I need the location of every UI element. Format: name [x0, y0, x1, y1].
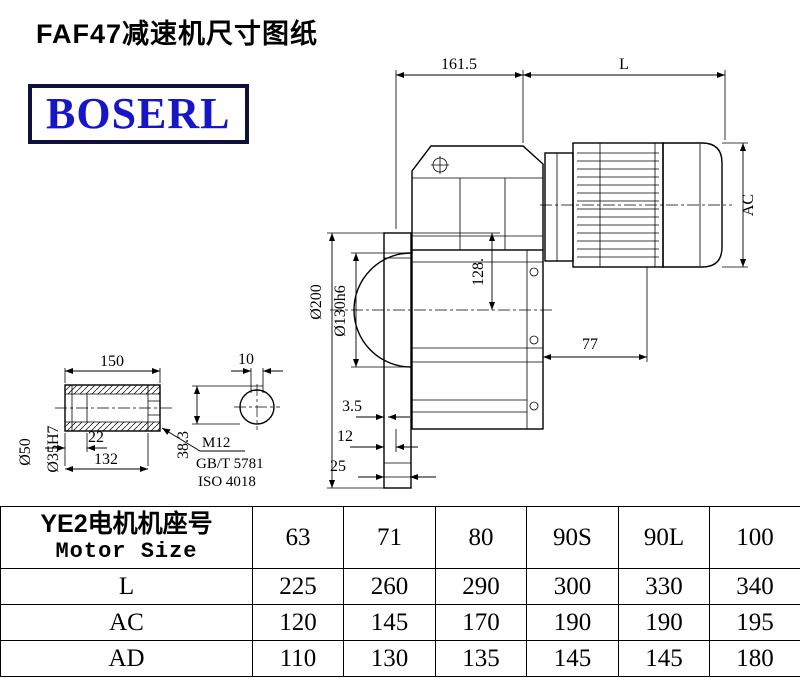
dim-132-label: 132	[94, 451, 118, 468]
dim-L-label: L	[619, 56, 629, 73]
cell-AD-71: 130	[343, 640, 436, 677]
motor-fins	[577, 152, 659, 258]
cell-AD-100: 180	[709, 640, 800, 677]
cell-AC-100: 195	[709, 604, 800, 641]
gearbox-outline	[64, 142, 723, 489]
row-label-AC: AC	[0, 604, 253, 641]
dim-150-label: 150	[100, 353, 124, 370]
thread-callout-label: M12	[202, 435, 230, 451]
cell-L-90S: 300	[526, 568, 619, 605]
table-row-AC: AC 120 145 170 190 190 195	[0, 604, 800, 641]
motor-size-header-en: Motor Size	[55, 539, 198, 565]
motor-size-header-cn: YE2电机机座号	[40, 510, 213, 539]
dim-161-5-label: 161.5	[441, 56, 477, 73]
technical-drawing: 161.5 L AC Ø200 Ø130h6 128. 77 3.5 12 25…	[17, 56, 757, 490]
cell-L-71: 260	[343, 568, 436, 605]
shaft-hatch-top	[65, 385, 160, 394]
dim-dia35-label: Ø35H7	[45, 425, 62, 472]
cell-L-100: 340	[709, 568, 800, 605]
dim-3-5-label: 3.5	[342, 398, 362, 415]
standard-gbt-label: GB/T 5781	[196, 456, 264, 472]
page-title: FAF47减速机尺寸图纸	[36, 19, 319, 49]
extension-lines	[64, 70, 748, 489]
standard-iso-label: ISO 4018	[198, 474, 256, 490]
dim-AC-label: AC	[740, 194, 757, 216]
dim-38-3-label: 38.3	[175, 431, 192, 459]
row-label-AD: AD	[0, 640, 253, 677]
cell-AC-71: 145	[343, 604, 436, 641]
boserl-logo: BOSERL	[28, 84, 249, 144]
dim-77-label: 77	[582, 336, 598, 353]
motor-size-63: 63	[252, 506, 344, 569]
cell-L-63: 225	[252, 568, 344, 605]
motor-size-90L: 90L	[618, 506, 710, 569]
motor-dimension-table: YE2电机机座号 Motor Size 63 71 80 90S 90L 100…	[0, 506, 800, 677]
dimension-lines	[45, 71, 747, 488]
centerlines	[55, 204, 732, 430]
dim-10-label: 10	[238, 351, 254, 368]
motor-size-100: 100	[709, 506, 800, 569]
cell-AC-90L: 190	[618, 604, 710, 641]
cell-AC-90S: 190	[526, 604, 619, 641]
motor-fan-cover	[662, 142, 723, 268]
table-row-L: L 225 260 290 300 330 340	[0, 568, 800, 605]
row-label-L: L	[0, 568, 253, 605]
cell-L-80: 290	[435, 568, 527, 605]
cell-AD-80: 135	[435, 640, 527, 677]
dim-128-label: 128.	[470, 258, 487, 286]
motor-size-header-cell: YE2电机机座号 Motor Size	[0, 506, 253, 569]
cell-AD-63: 110	[252, 640, 344, 677]
dim-dia130-label: Ø130h6	[332, 285, 349, 337]
cell-AC-80: 170	[435, 604, 527, 641]
shaft-hatch-bottom	[65, 422, 160, 431]
cell-AD-90S: 145	[526, 640, 619, 677]
dim-12-label: 12	[337, 428, 353, 445]
cell-L-90L: 330	[618, 568, 710, 605]
motor-size-71: 71	[343, 506, 436, 569]
table-header-row: YE2电机机座号 Motor Size 63 71 80 90S 90L 100	[0, 506, 800, 569]
table-row-AD: AD 110 130 135 145 145 180	[0, 640, 800, 677]
motor-size-80: 80	[435, 506, 527, 569]
motor-size-90S: 90S	[526, 506, 619, 569]
dim-25-label: 25	[330, 458, 346, 475]
dim-dia200-label: Ø200	[308, 284, 325, 320]
dim-dia50-label: Ø50	[17, 438, 34, 466]
boserl-logo-text: BOSERL	[46, 89, 231, 138]
cell-AC-63: 120	[252, 604, 344, 641]
cell-AD-90L: 145	[618, 640, 710, 677]
dim-22-label: 22	[88, 429, 104, 446]
motor-adapter	[544, 152, 574, 262]
